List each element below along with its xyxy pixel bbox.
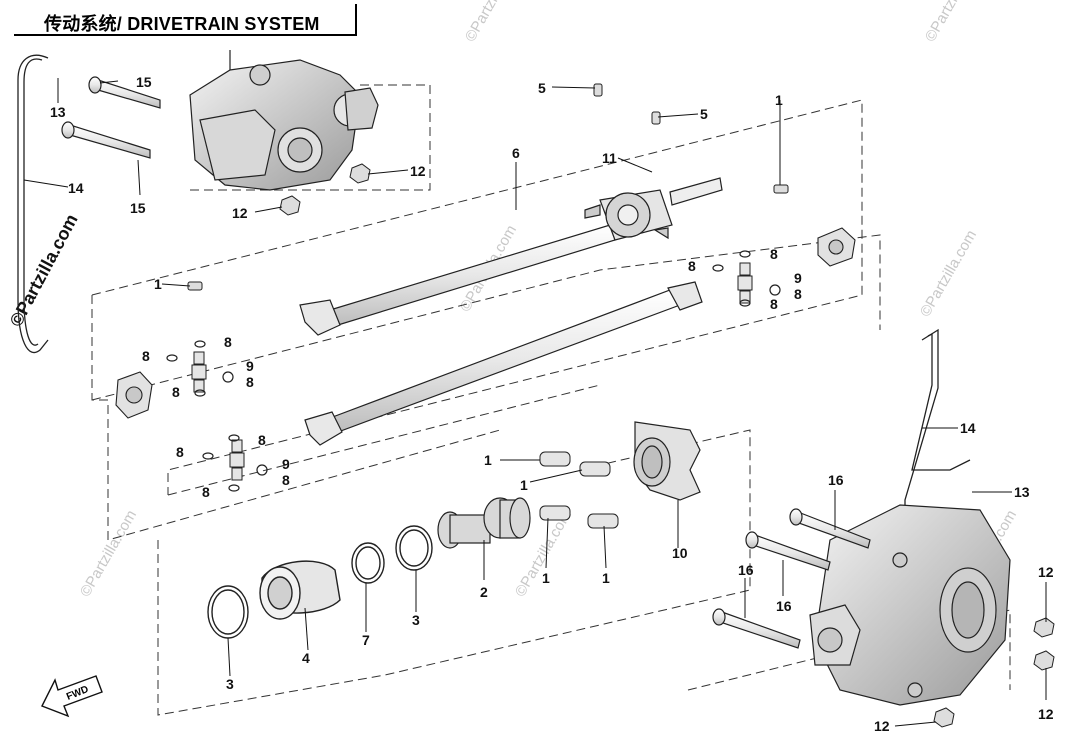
callout-8: 8 <box>794 286 802 302</box>
rings-and-boot <box>207 525 433 639</box>
callout-15: 15 <box>130 200 146 216</box>
callout-8: 8 <box>202 484 210 500</box>
callout-8: 8 <box>770 246 778 262</box>
rear-differential <box>809 504 1011 706</box>
yoke-flange <box>115 227 856 419</box>
callout-8: 8 <box>246 374 254 390</box>
callout-13: 13 <box>50 104 66 120</box>
callout-12: 12 <box>232 205 248 221</box>
callout-8: 8 <box>770 296 778 312</box>
callout-8: 8 <box>142 348 150 364</box>
circlip <box>166 250 781 492</box>
callout-2: 2 <box>480 584 488 600</box>
callout-4: 4 <box>302 650 310 666</box>
callout-12: 12 <box>410 163 426 179</box>
callout-16: 16 <box>738 562 754 578</box>
callout-16: 16 <box>828 472 844 488</box>
small-bolt <box>187 83 789 291</box>
callout-10: 10 <box>672 545 688 561</box>
callout-1: 1 <box>542 570 550 586</box>
callout-5: 5 <box>538 80 546 96</box>
callout-14: 14 <box>960 420 976 436</box>
prop-shaft-rear <box>304 281 703 446</box>
callout-3: 3 <box>412 612 420 628</box>
callout-12: 12 <box>1038 564 1054 580</box>
callout-11: 11 <box>602 150 617 166</box>
callout-12: 12 <box>874 718 890 734</box>
nut-12 <box>279 163 371 216</box>
callout-16: 16 <box>776 598 792 614</box>
breather-hose-left <box>17 54 49 353</box>
callout-14: 14 <box>68 180 84 196</box>
callout-1: 1 <box>520 477 528 493</box>
callout-3: 3 <box>226 676 234 692</box>
callout-15: 15 <box>136 74 152 90</box>
callout-1: 1 <box>602 570 610 586</box>
callout-8: 8 <box>258 432 266 448</box>
callout-12: 12 <box>1038 706 1054 722</box>
gear-shaft-2 <box>437 497 531 549</box>
callout-7: 7 <box>362 632 370 648</box>
callout-6: 6 <box>512 145 520 161</box>
front-differential <box>189 50 379 191</box>
callout-9: 9 <box>794 270 802 286</box>
universal-joint <box>191 262 753 481</box>
leader-lines <box>23 78 1047 727</box>
page-title: 传动系统/ DRIVETRAIN SYSTEM <box>44 14 320 34</box>
callout-8: 8 <box>688 258 696 274</box>
callout-1: 1 <box>775 92 783 108</box>
prop-shaft-6 <box>299 177 723 336</box>
callout-8: 8 <box>224 334 232 350</box>
fwd-arrow-icon <box>41 675 103 718</box>
output-flange-10 <box>633 421 701 501</box>
bolt-16 <box>712 508 871 649</box>
callout-9: 9 <box>246 358 254 374</box>
bolt-15 <box>61 76 161 159</box>
callout-1: 1 <box>484 452 492 468</box>
flange-bolt-1 <box>539 451 619 529</box>
callout-5: 5 <box>700 106 708 122</box>
callout-1: 1 <box>154 276 162 292</box>
callout-8: 8 <box>172 384 180 400</box>
title-box: 传动系统/ DRIVETRAIN SYSTEM <box>14 4 357 36</box>
callout-8: 8 <box>176 444 184 460</box>
callout-13: 13 <box>1014 484 1030 500</box>
nut-12-rear <box>933 617 1055 728</box>
callout-8: 8 <box>282 472 290 488</box>
callout-9: 9 <box>282 456 290 472</box>
